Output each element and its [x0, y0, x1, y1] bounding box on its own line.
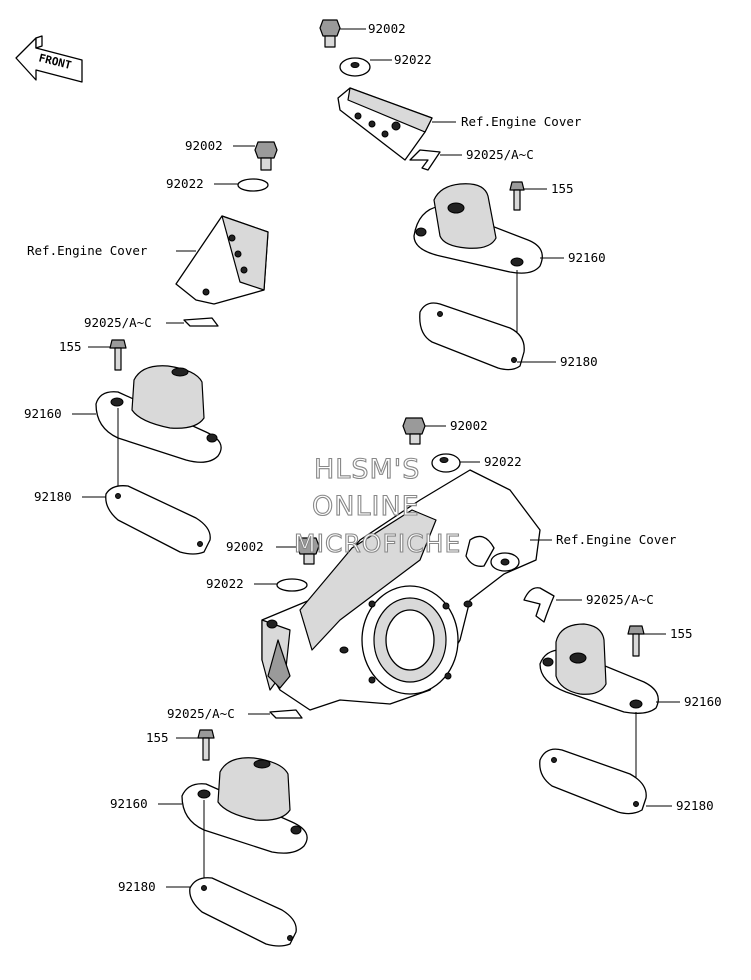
- top-screw-155: [509, 181, 547, 211]
- low-bolt-92002: [276, 537, 320, 565]
- label-low-plate: 92180: [118, 879, 156, 894]
- left-plate-92180: [82, 485, 211, 555]
- front-arrow-icon: FRONT: [15, 35, 83, 83]
- left-bolt-92002: [233, 141, 278, 171]
- low-mount-92160: [158, 757, 308, 888]
- label-top-ref-cover: Ref.Engine Cover: [461, 114, 582, 129]
- label-low-washer: 92022: [206, 576, 244, 591]
- right-screw-155: [627, 625, 666, 657]
- mid-bolt-92002: [402, 417, 446, 445]
- label-right-screw: 155: [670, 626, 693, 641]
- label-right-mount: 92160: [684, 694, 722, 709]
- label-low-mount: 92160: [110, 796, 148, 811]
- watermark-line-3: MICROFICHE: [294, 529, 461, 558]
- label-top-mount: 92160: [568, 250, 606, 265]
- label-top-clip: 92025/A~C: [466, 147, 534, 162]
- left-clip-92025: [166, 317, 219, 327]
- top-engine-cover-bracket: [337, 87, 456, 161]
- left-mount-92160: [72, 365, 222, 494]
- watermark-line-1: HLSM'S: [314, 454, 420, 485]
- left-engine-cover-bracket: [175, 215, 269, 305]
- top-plate-92180: [419, 302, 556, 371]
- top-bolt-92002: [319, 19, 366, 48]
- label-left-bolt: 92002: [185, 138, 223, 153]
- top-mount-92160: [413, 183, 564, 360]
- label-low-screw: 155: [146, 730, 169, 745]
- mid-clip-92025: [523, 587, 582, 623]
- right-plate-92180: [539, 748, 672, 815]
- right-mount-92160: [539, 623, 680, 804]
- label-left-screw: 155: [59, 339, 82, 354]
- label-low-clip: 92025/A~C: [167, 706, 235, 721]
- label-low-bolt: 92002: [226, 539, 264, 554]
- left-washer-92022: [214, 178, 269, 192]
- label-top-plate: 92180: [560, 354, 598, 369]
- label-mid-bolt: 92002: [450, 418, 488, 433]
- label-top-washer: 92022: [394, 52, 432, 67]
- label-left-ref-cover: Ref.Engine Cover: [27, 243, 148, 258]
- top-clip-92025: [409, 149, 462, 171]
- label-top-screw: 155: [551, 181, 574, 196]
- label-mid-clip: 92025/A~C: [586, 592, 654, 607]
- label-right-plate: 92180: [676, 798, 714, 813]
- label-left-plate: 92180: [34, 489, 72, 504]
- left-screw-155: [88, 339, 127, 371]
- top-washer-92022: [339, 57, 392, 77]
- label-left-mount: 92160: [24, 406, 62, 421]
- label-left-clip: 92025/A~C: [84, 315, 152, 330]
- watermark: HLSM'S ONLINE MICROFICHE: [293, 453, 461, 558]
- label-mid-ref-cover: Ref.Engine Cover: [556, 532, 677, 547]
- label-mid-washer: 92022: [484, 454, 522, 469]
- watermark-line-2: ONLINE: [312, 491, 420, 522]
- label-left-washer: 92022: [166, 176, 204, 191]
- mid-washer-92022: [431, 453, 480, 473]
- low-washer-92022: [254, 578, 308, 592]
- label-top-bolt: 92002: [368, 21, 406, 36]
- low-clip-92025: [248, 709, 303, 719]
- low-plate-92180: [166, 877, 297, 947]
- engine-cover-housing: [261, 469, 552, 711]
- low-screw-155: [176, 729, 215, 761]
